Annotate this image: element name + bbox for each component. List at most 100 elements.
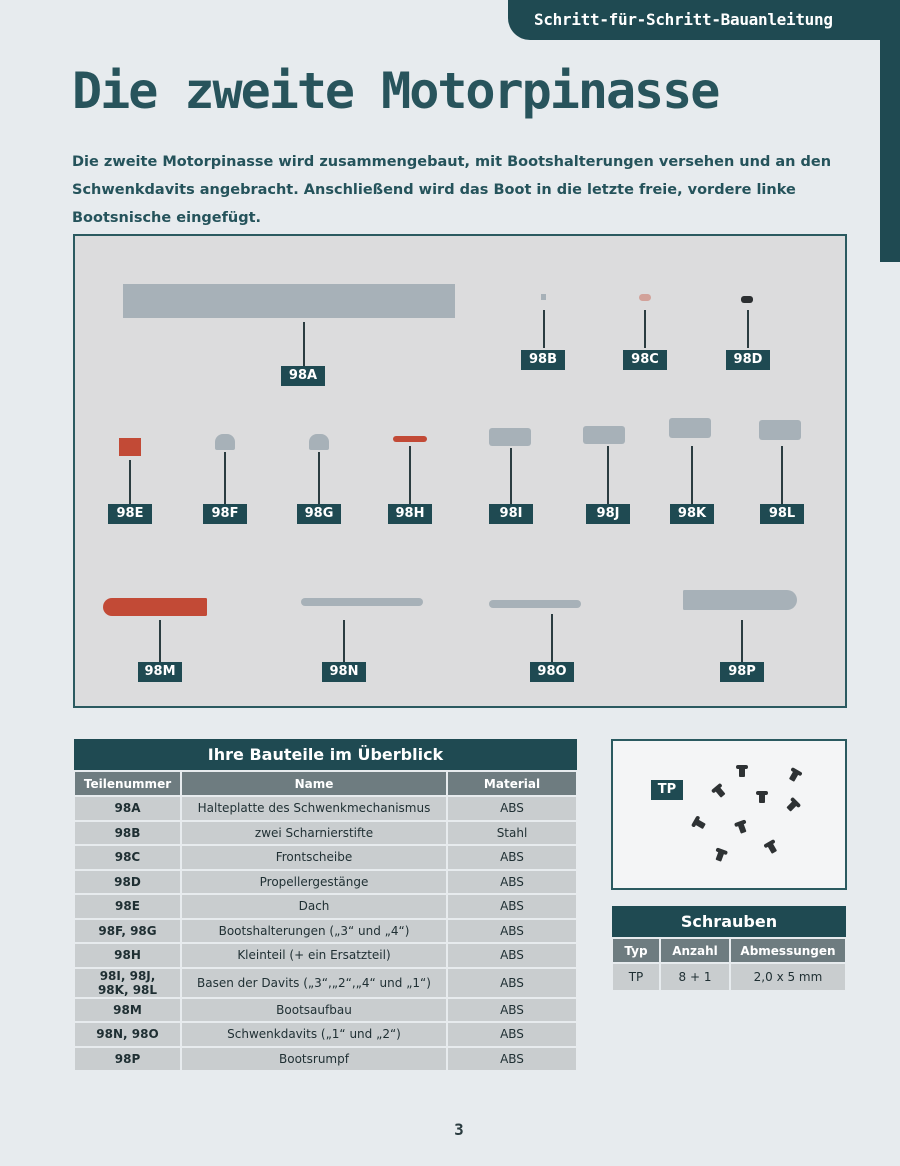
- table-cell: ABS: [446, 893, 578, 920]
- part-label-98a: 98A: [281, 366, 325, 386]
- column-header-material: Material: [446, 770, 578, 797]
- part-label-98j: 98J: [586, 504, 630, 524]
- table-cell: ABS: [446, 917, 578, 944]
- part-label-98k: 98K: [670, 504, 714, 524]
- table-cell: zwei Scharnierstifte: [180, 819, 448, 846]
- part-98k-image: [669, 418, 711, 438]
- screw-image: [694, 818, 706, 830]
- table-cell: Dach: [180, 893, 448, 920]
- table-cell: Stahl: [446, 819, 578, 846]
- screw-image: [737, 822, 747, 834]
- page-title: Die zweite Motorpinasse: [72, 62, 720, 120]
- column-header-count: Anzahl: [659, 937, 731, 964]
- table-cell: Halteplatte des Schwenkmechanismus: [180, 795, 448, 822]
- part-label-98p: 98P: [720, 662, 764, 682]
- part-98d-image: [741, 296, 753, 303]
- leader-line: [318, 452, 320, 504]
- table-cell: 98A: [73, 795, 182, 822]
- leader-line: [224, 452, 226, 504]
- leader-line: [551, 614, 553, 662]
- table-cell: 98C: [73, 844, 182, 871]
- leader-line: [159, 620, 161, 662]
- part-98a-image: [123, 284, 455, 318]
- column-header-name: Name: [180, 770, 448, 797]
- table-cell: 98M: [73, 996, 182, 1023]
- table-cell: 98I, 98J, 98K, 98L: [73, 966, 182, 999]
- part-98o-image: [489, 600, 581, 608]
- leader-line: [543, 310, 545, 348]
- part-label-98i: 98I: [489, 504, 533, 524]
- column-header-dimensions: Abmessungen: [729, 937, 847, 964]
- table-cell: ABS: [446, 996, 578, 1023]
- leader-line: [343, 620, 345, 662]
- part-label-98d: 98D: [726, 350, 770, 370]
- leader-line: [510, 448, 512, 504]
- part-label-98b: 98B: [521, 350, 565, 370]
- table-cell: 98P: [73, 1045, 182, 1072]
- table-cell: 98D: [73, 868, 182, 895]
- table-cell: Bootsaufbau: [180, 996, 448, 1023]
- part-label-98e: 98E: [108, 504, 152, 524]
- table-cell: 98N, 98O: [73, 1021, 182, 1048]
- part-label-98g: 98G: [297, 504, 341, 524]
- screw-image: [766, 842, 778, 854]
- screw-image: [786, 800, 798, 812]
- table-cell: 2,0 x 5 mm: [729, 962, 847, 992]
- table-cell: Bootshalterungen („3“ und „4“): [180, 917, 448, 944]
- table-cell: Basen der Davits („3“,„2“,„4“ und „1“): [180, 966, 448, 999]
- part-label-98l: 98L: [760, 504, 804, 524]
- column-header-part-number: Teilenummer: [73, 770, 182, 797]
- screw-image: [736, 765, 748, 777]
- parts-photo: 98A 98B 98C 98D 98E 98F 98G 98H 98I 98J …: [73, 234, 847, 708]
- part-98c-image: [639, 294, 651, 301]
- leader-line: [129, 460, 131, 504]
- table-cell: Schwenkdavits („1“ und „2“): [180, 1021, 448, 1048]
- part-98j-image: [583, 426, 625, 444]
- table-cell: 98H: [73, 942, 182, 969]
- part-label-98f: 98F: [203, 504, 247, 524]
- screws-table-caption: Schrauben: [612, 906, 846, 938]
- leader-line: [691, 446, 693, 504]
- screw-label-tp: TP: [651, 780, 683, 800]
- table-cell: TP: [611, 962, 661, 992]
- table-cell: 8 + 1: [659, 962, 731, 992]
- part-98b-image: [541, 294, 546, 300]
- table-cell: 98B: [73, 819, 182, 846]
- screw-image: [715, 850, 725, 862]
- leader-line: [303, 322, 305, 366]
- table-cell: Bootsrumpf: [180, 1045, 448, 1072]
- part-label-98c: 98C: [623, 350, 667, 370]
- table-cell: ABS: [446, 795, 578, 822]
- table-cell: 98E: [73, 893, 182, 920]
- screw-image: [788, 770, 800, 782]
- screws-table: Schrauben Typ Anzahl Abmessungen TP 8 + …: [611, 906, 847, 992]
- table-cell: 98F, 98G: [73, 917, 182, 944]
- part-98p-image: [683, 590, 797, 610]
- parts-table-caption: Ihre Bauteile im Überblick: [74, 739, 577, 771]
- table-cell: ABS: [446, 1045, 578, 1072]
- screws-photo: TP: [611, 739, 847, 890]
- intro-text: Die zweite Motorpinasse wird zusammengeb…: [72, 154, 832, 226]
- part-98e-image: [119, 438, 141, 456]
- part-label-98n: 98N: [322, 662, 366, 682]
- table-cell: Propellergestänge: [180, 868, 448, 895]
- part-98l-image: [759, 420, 801, 440]
- leader-line: [607, 446, 609, 504]
- leader-line: [747, 310, 749, 348]
- table-cell: ABS: [446, 942, 578, 969]
- column-header-type: Typ: [611, 937, 661, 964]
- side-accent-bar: [880, 40, 900, 262]
- screw-image: [756, 791, 768, 803]
- table-row: TP 8 + 1 2,0 x 5 mm: [611, 962, 847, 992]
- part-label-98m: 98M: [138, 662, 182, 682]
- table-cell: ABS: [446, 966, 578, 999]
- part-98f-image: [215, 434, 235, 450]
